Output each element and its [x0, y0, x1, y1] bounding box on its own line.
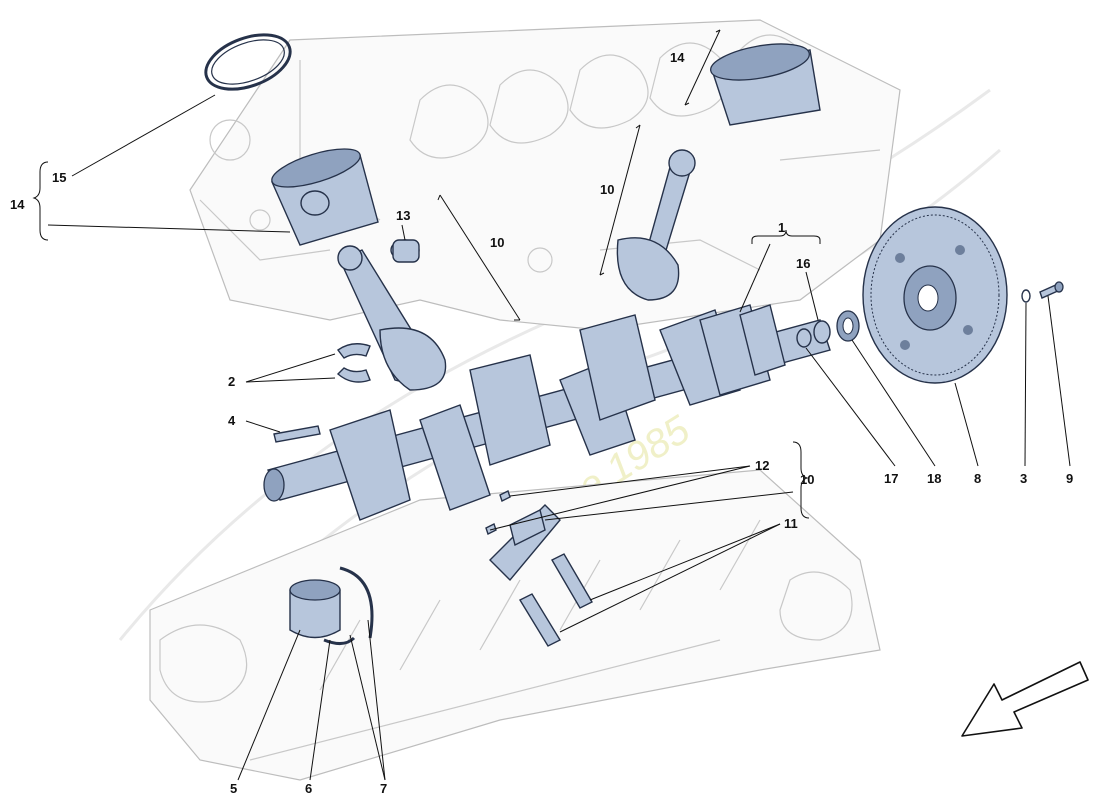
callout-17: 17 [884, 471, 898, 486]
callout-12: 12 [755, 458, 769, 473]
callout-10-left: 10 [490, 235, 504, 250]
callout-2: 2 [228, 374, 235, 389]
piston-left [271, 148, 379, 246]
rear-seal-parts [796, 310, 860, 348]
leader-lines [32, 29, 1071, 781]
callout-14-right: 14 [670, 50, 685, 65]
piston-right [710, 43, 821, 126]
callout-16: 16 [796, 256, 810, 271]
lower-block-sketch [149, 469, 881, 781]
arrow-down-left-icon [961, 661, 1089, 737]
callout-6: 6 [305, 781, 312, 796]
callout-14-left: 14 [10, 197, 25, 212]
callout-11: 11 [784, 516, 798, 531]
connecting-rod-left [337, 245, 447, 391]
flywheel [862, 206, 1008, 384]
callout-labels: 15 14 13 10 10 14 1 16 2 4 17 18 8 3 9 1… [10, 50, 1073, 796]
piston-pin [390, 239, 420, 263]
callout-18: 18 [927, 471, 941, 486]
callout-7: 7 [380, 781, 387, 796]
bearing-shells [336, 343, 371, 383]
connecting-rod-right [616, 149, 696, 301]
washer-and-bolt [1021, 281, 1064, 303]
thrust-bearing-rings [289, 566, 374, 645]
callout-15: 15 [52, 170, 66, 185]
callout-10-mid: 10 [600, 182, 614, 197]
callout-8: 8 [974, 471, 981, 486]
woodruff-key [273, 425, 321, 443]
callout-13: 13 [396, 208, 410, 223]
callout-5: 5 [230, 781, 237, 796]
callout-10-right: 10 [800, 472, 814, 487]
callout-9: 9 [1066, 471, 1073, 486]
callout-4: 4 [228, 413, 236, 428]
liner-ring [204, 33, 292, 91]
crankshaft [263, 304, 831, 521]
callout-3: 3 [1020, 471, 1027, 486]
callout-1: 1 [778, 220, 785, 235]
main-bearing-bolts [519, 553, 593, 647]
